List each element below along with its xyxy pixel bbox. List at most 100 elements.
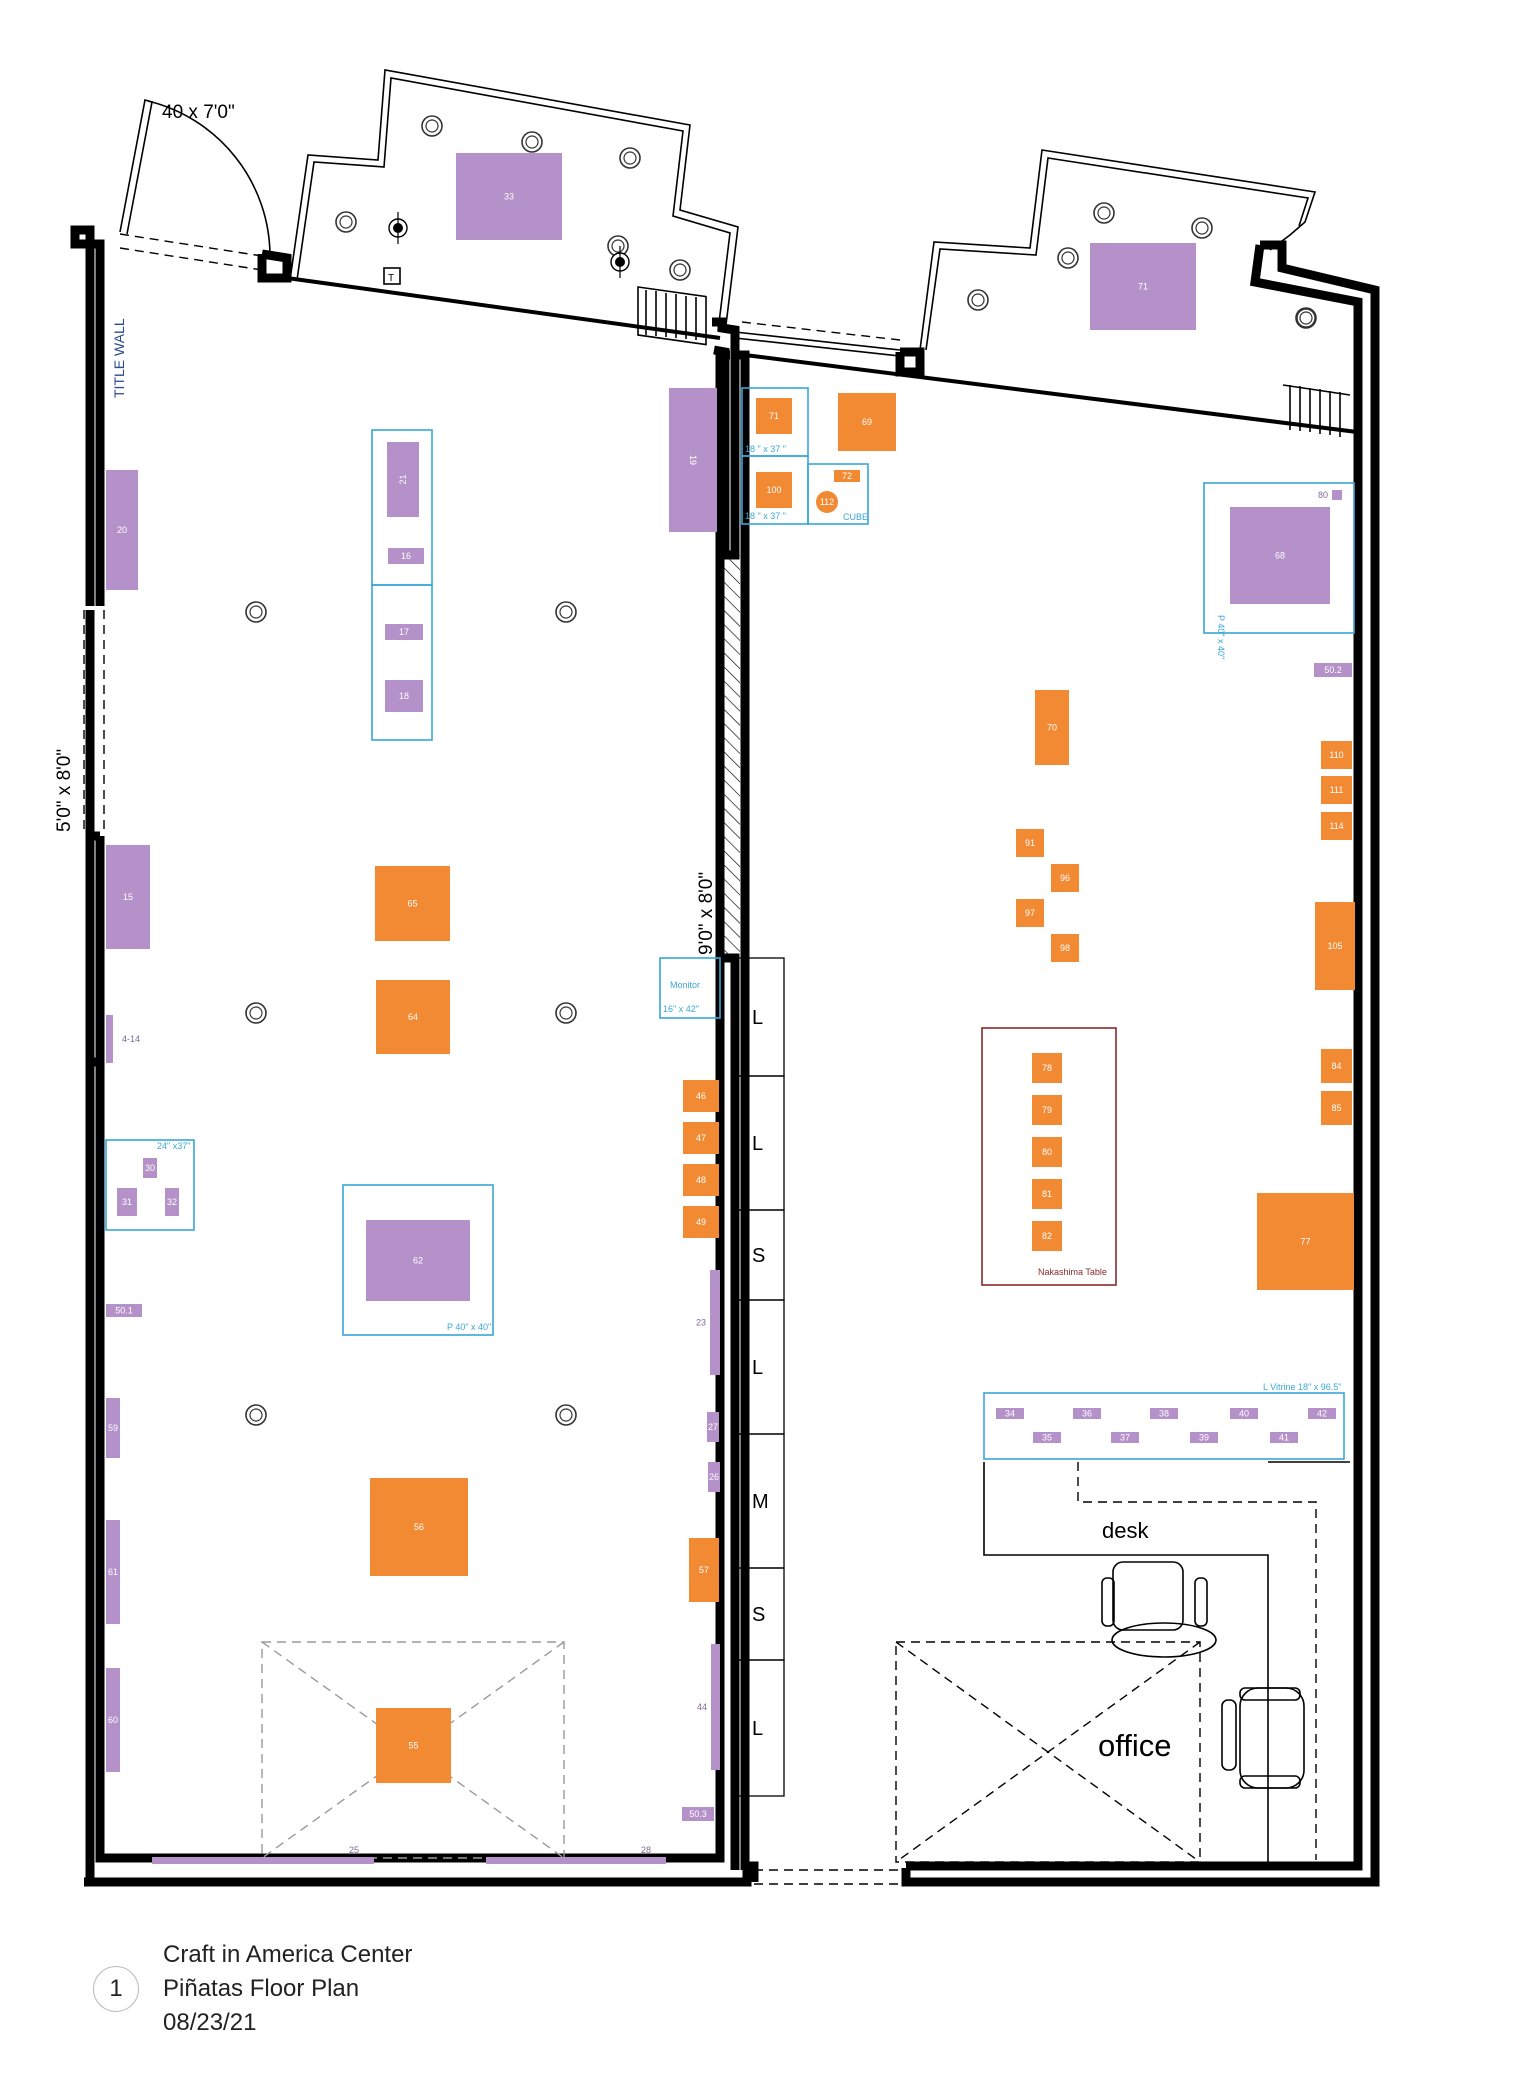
purple-item-label: 26 xyxy=(709,1472,719,1482)
orange-item xyxy=(756,472,792,508)
walls xyxy=(70,225,1380,1887)
purple-item-label: 37 xyxy=(1120,1433,1130,1443)
orange-item-label: 111 xyxy=(1330,785,1344,795)
purple-item xyxy=(996,1408,1024,1419)
orange-item-label: 77 xyxy=(1300,1237,1310,1247)
nakashima-label: Nakashima Table xyxy=(1038,1267,1107,1277)
orange-item xyxy=(1016,899,1044,927)
ceiling-light xyxy=(555,1404,577,1426)
purple-item xyxy=(106,1398,120,1458)
purple-item xyxy=(106,1520,120,1624)
caption-line-3: 08/23/21 xyxy=(163,2009,257,2036)
orange-item-label: 114 xyxy=(1329,821,1343,831)
top-door xyxy=(119,98,271,271)
purple-item xyxy=(388,548,424,564)
orange-item xyxy=(1321,776,1352,804)
purple-item xyxy=(366,1220,470,1301)
orange-item-label: 105 xyxy=(1327,941,1342,951)
ceiling-light xyxy=(335,211,357,233)
purple-item-label: 31 xyxy=(122,1197,132,1207)
desk-label: desk xyxy=(1102,1518,1149,1543)
ceiling-light xyxy=(1295,307,1317,329)
orange-item-label: 71 xyxy=(769,411,779,421)
orange-item-label: 91 xyxy=(1025,838,1035,848)
purple-item-label: 59 xyxy=(108,1423,118,1433)
orange-item-label: 56 xyxy=(414,1522,424,1532)
purple-item-label: 39 xyxy=(1199,1433,1209,1443)
purple-item-label: 50.3 xyxy=(689,1809,707,1819)
purple-item-label: 4-14 xyxy=(122,1034,140,1044)
orange-item xyxy=(683,1122,719,1154)
t-marker xyxy=(383,267,401,285)
purple-item xyxy=(1270,1432,1298,1443)
orange-item xyxy=(1051,864,1079,892)
purple-item-label: 44 xyxy=(697,1702,707,1712)
orange-item-label: 65 xyxy=(407,899,417,909)
orange-item xyxy=(1032,1095,1062,1125)
orange-item xyxy=(838,393,896,451)
orange-item-label: 100 xyxy=(766,485,781,495)
orange-item xyxy=(1032,1053,1062,1083)
orange-item-label: 46 xyxy=(696,1091,706,1101)
glass-opening xyxy=(734,321,901,357)
orange-item xyxy=(1016,829,1044,857)
orange-item-label: 110 xyxy=(1329,750,1343,760)
purple-item-label: 33 xyxy=(504,192,514,202)
orange-item xyxy=(1315,902,1355,990)
orange-item-label: 69 xyxy=(862,417,872,427)
wall-case-label: S xyxy=(752,1604,765,1626)
purple-item xyxy=(385,680,423,712)
right-alcove xyxy=(919,149,1317,351)
purple-item-label: 32 xyxy=(167,1197,177,1207)
orange-item xyxy=(1032,1221,1062,1251)
purple-item xyxy=(106,1015,113,1063)
orange-item-label: 85 xyxy=(1331,1103,1341,1113)
purple-item-label: 16 xyxy=(401,551,411,561)
t-marker-label: T xyxy=(388,273,394,284)
wall-case-label: M xyxy=(752,1491,769,1513)
ceiling-light xyxy=(619,147,641,169)
purple-item-label: 61 xyxy=(108,1567,118,1577)
orange-item xyxy=(376,1708,451,1783)
purple-item-label: 50.2 xyxy=(1324,665,1342,675)
monitor-size: 16" x 42" xyxy=(663,1004,699,1014)
purple-item-label: 20 xyxy=(117,525,127,535)
purple-item-label: 40 xyxy=(1239,1409,1249,1419)
orange-item-label: 97 xyxy=(1025,908,1035,918)
left-stairs xyxy=(637,286,707,346)
hatched-opening xyxy=(718,555,740,958)
wall-case xyxy=(737,1659,785,1797)
purple-item-label: 60 xyxy=(108,1715,118,1725)
orange-item-label: 47 xyxy=(696,1133,706,1143)
orange-item-label: 48 xyxy=(696,1175,706,1185)
purple-item-label: 17 xyxy=(399,627,409,637)
purple-item xyxy=(152,1857,374,1864)
orange-item xyxy=(834,470,860,482)
orange-item xyxy=(1032,1179,1062,1209)
orange-item xyxy=(1321,741,1352,769)
purple-item xyxy=(682,1807,714,1821)
orange-item xyxy=(370,1478,468,1576)
orange-item-label: 81 xyxy=(1042,1189,1052,1199)
wall-case-label: L xyxy=(752,1357,763,1379)
purple-item xyxy=(1150,1408,1178,1419)
purple-item xyxy=(106,470,138,590)
purple-item-label: 21 xyxy=(398,474,408,484)
ceiling-light xyxy=(245,1002,267,1024)
case-100-size: 18 " x 37 " xyxy=(745,511,786,521)
purple-item xyxy=(708,1462,720,1492)
purple-item-label: 36 xyxy=(1082,1409,1092,1419)
center-opening-dimension: 9'0" x 8'0" xyxy=(696,872,717,955)
orange-item-label: 79 xyxy=(1042,1105,1052,1115)
ceiling-lights xyxy=(245,115,1317,1426)
purple-item-label: 34 xyxy=(1005,1409,1015,1419)
orange-item xyxy=(1035,690,1069,765)
orange-item xyxy=(689,1538,719,1602)
orange-item-label: 49 xyxy=(696,1217,706,1227)
purple-item xyxy=(143,1158,157,1178)
purple-item xyxy=(106,1304,142,1317)
plinth-68-size: P 40" x 40" xyxy=(1216,615,1226,659)
purple-item xyxy=(1033,1432,1061,1443)
monitor-label: Monitor xyxy=(670,980,700,990)
case-24-size: 24" x37" xyxy=(157,1141,190,1151)
